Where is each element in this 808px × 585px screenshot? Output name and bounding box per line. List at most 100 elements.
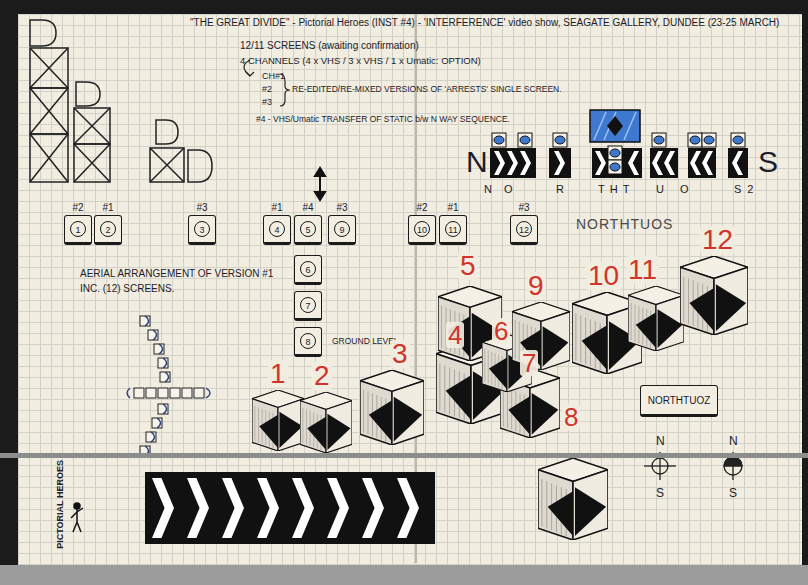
callout-number: 11 (626, 256, 659, 284)
channel-label: #2 (72, 203, 83, 213)
screen-box: #14 (263, 215, 291, 245)
aerial-d (127, 316, 210, 456)
screen-number: 1 (70, 221, 86, 237)
aerial-d-part (127, 388, 130, 398)
screen-box: #21 (64, 215, 92, 245)
channel-label: CH#1 (262, 71, 285, 82)
compass-part (644, 465, 676, 466)
screen-box: 8 (294, 327, 322, 357)
channel-label: #3 (518, 203, 529, 213)
logo-figure-part (71, 508, 83, 532)
aerial-d-part (163, 358, 167, 368)
channel-label: #1 (447, 203, 458, 213)
screen-number: 2 (100, 221, 116, 237)
blue-top-part (702, 133, 716, 147)
blue-top-part (608, 160, 622, 174)
aerial-d-part (206, 388, 210, 398)
screen-stack (30, 20, 212, 182)
screen-box: #12 (94, 215, 122, 245)
compass-letter: N (656, 434, 665, 448)
blue-block-part (594, 112, 636, 140)
callout-number: 8 (562, 404, 580, 430)
aerial-plan-part (160, 372, 170, 382)
aerial-d-part (163, 404, 167, 414)
chevron-square-part (490, 148, 536, 178)
blue-top-part (608, 146, 622, 160)
screen-stack-part (30, 88, 68, 134)
compass-letter: S (656, 486, 664, 500)
brace-part (246, 72, 254, 76)
callout-number: 12 (700, 226, 735, 254)
chevron-square-part (592, 148, 642, 178)
chevron-band-part (327, 478, 349, 538)
sequence-letters: THT (598, 183, 634, 196)
blue-top-part (492, 133, 506, 147)
sequence-letters: R (556, 183, 564, 196)
chevron-band-part (152, 478, 174, 538)
label-box: NORTHTUOZ (640, 385, 718, 417)
screen-stack-part (30, 134, 68, 182)
channel-label: #2 (262, 84, 272, 95)
aerial-plan-part (146, 432, 156, 442)
aerial-plan-part (158, 358, 168, 368)
chevron-square-part (652, 151, 663, 175)
note: RE-EDITED/RE-MIXED VERSIONS OF 'ARRESTS'… (292, 84, 562, 94)
plastic-strip (0, 453, 808, 458)
scribble-word: NORTHTUOS (576, 216, 673, 233)
logo-figure (71, 503, 83, 532)
screen-number: 11 (445, 221, 461, 237)
screen-number: 4 (269, 221, 285, 237)
screen-box: #45 (294, 215, 322, 245)
chevron-band-part (292, 478, 314, 538)
aerial-plan-part (158, 388, 168, 398)
screen-box: #210 (408, 215, 436, 245)
compass-letter: S (729, 486, 737, 500)
callout-number: 9 (526, 272, 546, 300)
screen-box: 7 (294, 291, 322, 321)
blue-top-part (688, 133, 702, 147)
iso-block-part (252, 390, 304, 451)
chevron-square-part (728, 148, 748, 178)
chevron-band-part (362, 478, 384, 538)
screen-box: 6 (294, 255, 322, 285)
blue-block (590, 110, 640, 142)
screen-number: 9 (334, 221, 350, 237)
note: 12/11 SCREENS (awaiting confirmation) (240, 40, 419, 52)
aerial-d-part (165, 372, 169, 382)
screen-stack-part (30, 88, 68, 134)
channel-label: #2 (416, 203, 427, 213)
blue-block-part (607, 116, 623, 136)
compass-letter: N (729, 434, 738, 448)
iso-block-part (300, 392, 352, 453)
plan-caption: AERIAL ARRANGEMENT OF VERSION #1 INC. (1… (80, 266, 285, 296)
note: 4 CHANNELS (4 x VHS / 3 x VHS / 1 x Umat… (240, 55, 481, 66)
chevron-square-part (494, 151, 505, 175)
screen-number: 10 (414, 221, 430, 237)
blue-top-part (553, 133, 567, 147)
screen-stack-part (150, 148, 184, 182)
screen-box: #33 (188, 215, 216, 245)
screen-box: #39 (328, 215, 356, 245)
screen-stack-part (74, 108, 110, 144)
iso-block-part (680, 256, 748, 335)
aerial-plan-part (148, 330, 158, 340)
logo-text: PICTORIAL HEROES (55, 459, 66, 549)
aerial-plan-part (154, 344, 164, 354)
aerial-d-part (151, 432, 155, 442)
channel-label: #4 (302, 203, 313, 213)
aerial-d-part (153, 330, 157, 340)
aerial-plan-part (182, 388, 192, 398)
screen-number: 12 (516, 221, 532, 237)
callout-number: 3 (390, 340, 410, 368)
chevron-square-part (690, 151, 701, 175)
iso-block-part (538, 458, 608, 540)
chevron-square-part (520, 151, 531, 175)
callout-number: 4 (446, 322, 464, 348)
aerial-plan-part (152, 418, 162, 428)
sequence-letters: UO (656, 183, 705, 196)
chevron-square-part (628, 151, 639, 175)
aerial-plan-part (194, 388, 204, 398)
chevron-band-part (145, 472, 435, 544)
screen-box: #111 (439, 215, 467, 245)
blue-top-part (610, 163, 620, 171)
